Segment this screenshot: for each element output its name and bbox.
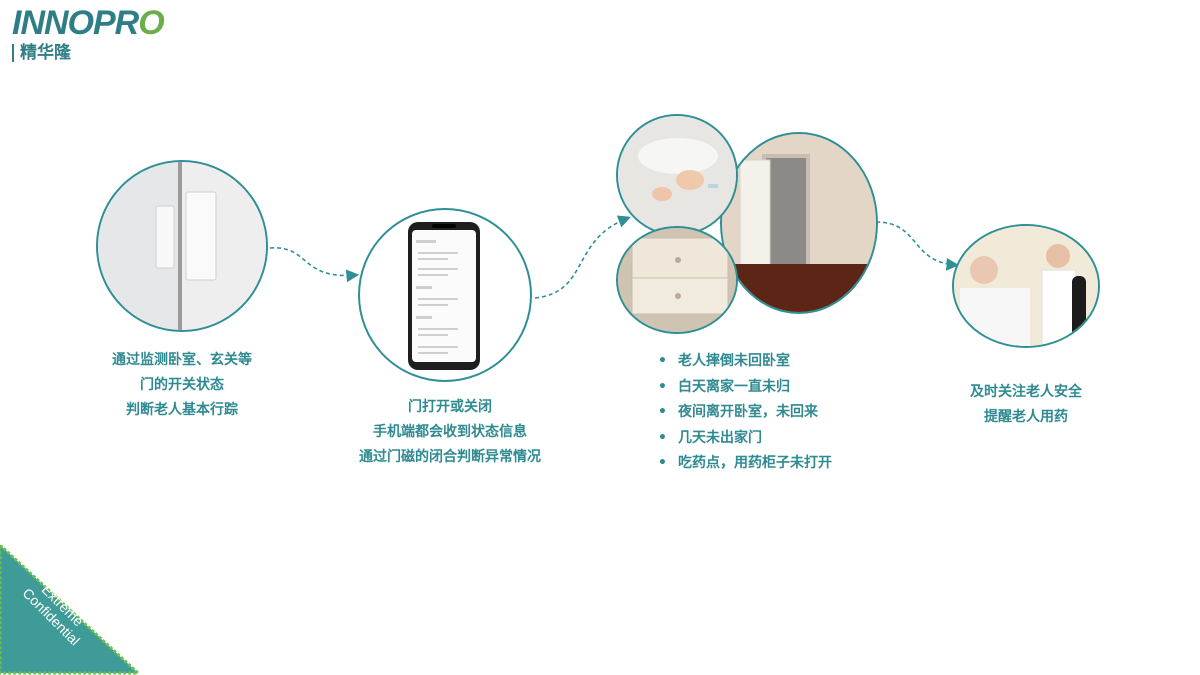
bullet-dot: •	[658, 404, 667, 420]
arrow-step3-step4	[875, 221, 960, 271]
elderly-fall-illustration	[618, 116, 736, 234]
caregiver-illustration	[954, 226, 1098, 346]
step4-line2: 提醒老人用药	[984, 409, 1068, 425]
step1-caption: 通过监测卧室、玄关等 门的开关状态 判断老人基本行踪	[82, 348, 282, 423]
open-door-illustration	[722, 134, 876, 312]
step1-line3: 判断老人基本行踪	[126, 402, 238, 418]
arrow-step2-step3	[534, 215, 631, 299]
confidential-ribbon	[0, 545, 140, 675]
caregiver-image	[952, 224, 1100, 348]
bullet-dot: •	[658, 429, 667, 446]
step2-line2: 手机端都会收到状态信息	[373, 424, 527, 440]
medicine-cabinet-image	[616, 226, 738, 334]
open-door-image	[720, 132, 878, 314]
medicine-cabinet-illustration	[618, 228, 736, 332]
door-sensor-image	[96, 160, 268, 332]
bullet-dot: •	[658, 353, 667, 369]
brand-logo: INNOPRO	[12, 4, 165, 43]
step2-caption: 门打开或关闭 手机端都会收到状态信息 通过门磁的闭合判断异常情况	[330, 395, 570, 470]
elderly-fall-image	[616, 114, 738, 236]
door-sensor-illustration	[98, 162, 266, 330]
bullet-text: 老人摔倒未回卧室	[678, 353, 790, 369]
bullet-text: 吃药点，用药柜子未打开	[678, 455, 832, 471]
list-item: • 几天未出家门	[658, 426, 832, 452]
list-item: • 老人摔倒未回卧室	[658, 349, 832, 375]
phone-app-image	[358, 208, 532, 382]
step1-line2: 门的开关状态	[140, 377, 224, 393]
list-item: • 白天离家一直未归	[658, 375, 832, 401]
step4-caption: 及时关注老人安全 提醒老人用药	[946, 380, 1106, 430]
bullet-dot: •	[658, 378, 667, 395]
step2-line3: 通过门磁的闭合判断异常情况	[359, 449, 541, 465]
logo-text-accent: O	[138, 4, 164, 42]
list-item: • 夜间离开卧室，未回来	[658, 400, 832, 426]
step2-line1: 门打开或关闭	[408, 399, 492, 415]
bullet-dot: •	[658, 455, 667, 471]
bullet-text: 几天未出家门	[678, 429, 762, 446]
logo-text: INNOPR	[12, 4, 139, 42]
step4-line1: 及时关注老人安全	[970, 384, 1082, 400]
bullet-text: 白天离家一直未归	[678, 378, 790, 395]
phone-illustration	[408, 222, 480, 370]
step1-line1: 通过监测卧室、玄关等	[112, 352, 252, 368]
logo-chinese-name: 精华隆	[12, 44, 71, 62]
list-item: • 吃药点，用药柜子未打开	[658, 451, 832, 477]
arrow-step1-step2	[269, 247, 360, 283]
step3-bullet-list: •老人摔倒未回卧室 •白天离家一直未归 •夜间离开卧室，未回来 •几天未出家门 …	[658, 349, 832, 477]
bullet-text: 夜间离开卧室，未回来	[678, 404, 818, 420]
